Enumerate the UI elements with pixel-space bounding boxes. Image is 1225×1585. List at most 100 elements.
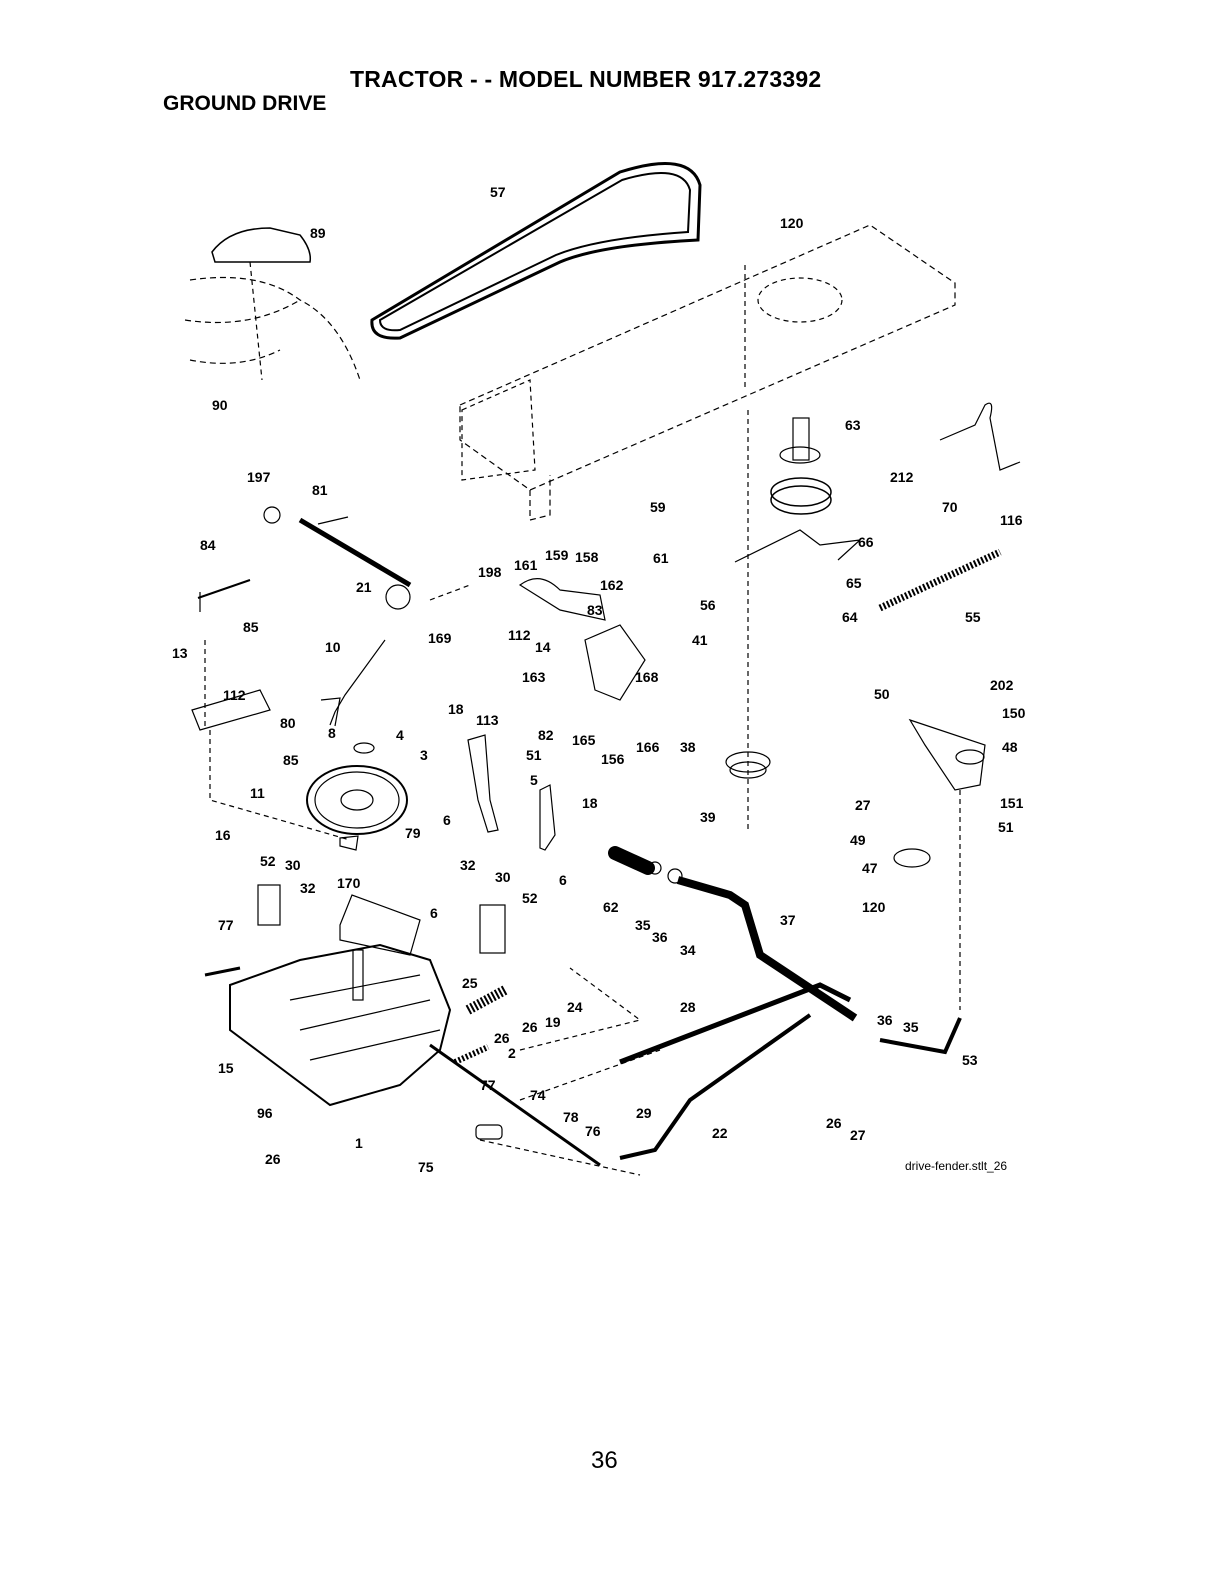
callout: 37 <box>780 912 796 928</box>
callout: 15 <box>218 1060 234 1076</box>
callout: 41 <box>692 632 708 648</box>
callout: 26 <box>522 1019 538 1035</box>
callout: 24 <box>567 999 583 1015</box>
callout: 52 <box>522 890 538 906</box>
part-callouts: 57 120 89 90 63 212 70 116 197 81 84 159… <box>172 184 1026 1175</box>
callout: 80 <box>280 715 296 731</box>
callout: 151 <box>1000 795 1024 811</box>
callout: 1 <box>355 1135 363 1151</box>
callout: 18 <box>582 795 598 811</box>
callout: 30 <box>495 869 511 885</box>
callout: 35 <box>635 917 651 933</box>
callout: 21 <box>356 579 372 595</box>
callout: 168 <box>635 669 659 685</box>
callout: 150 <box>1002 705 1026 721</box>
callout: 57 <box>490 184 506 200</box>
callout: 6 <box>443 812 451 828</box>
callout: 85 <box>283 752 299 768</box>
callout: 76 <box>585 1123 601 1139</box>
callout: 16 <box>215 827 231 843</box>
callout: 81 <box>312 482 328 498</box>
callout: 62 <box>603 899 619 915</box>
callout: 39 <box>700 809 716 825</box>
callout: 158 <box>575 549 599 565</box>
callout: 84 <box>200 537 216 553</box>
callout: 52 <box>260 853 276 869</box>
shift-knob <box>385 584 411 610</box>
callout: 36 <box>652 929 668 945</box>
callout: 18 <box>448 701 464 717</box>
callout: 212 <box>890 469 914 485</box>
callout: 169 <box>428 630 452 646</box>
callout: 163 <box>522 669 546 685</box>
shift-bracket <box>191 689 271 731</box>
callout: 66 <box>858 534 874 550</box>
transaxle <box>229 943 452 1107</box>
callout: 26 <box>826 1115 842 1131</box>
callout: 29 <box>636 1105 652 1121</box>
callout: 112 <box>223 687 246 703</box>
callout: 19 <box>545 1014 561 1030</box>
callout: 27 <box>850 1127 866 1143</box>
callout: 28 <box>680 999 696 1015</box>
callout: 120 <box>780 215 804 231</box>
callout: 10 <box>325 639 341 655</box>
callout: 156 <box>601 751 625 767</box>
tension-spring <box>878 548 1002 612</box>
callout: 64 <box>842 609 858 625</box>
callout: 51 <box>526 747 542 763</box>
callout: 74 <box>530 1087 546 1103</box>
callout: 47 <box>862 860 878 876</box>
transaxle-pulley <box>306 765 408 835</box>
callout: 85 <box>243 619 259 635</box>
callout: 198 <box>478 564 502 580</box>
callout: 50 <box>874 686 890 702</box>
callout: 6 <box>430 905 438 921</box>
callout: 78 <box>563 1109 579 1125</box>
callout: 89 <box>310 225 326 241</box>
callout: 53 <box>962 1052 978 1068</box>
callout: 83 <box>587 602 603 618</box>
callout: 34 <box>680 942 696 958</box>
fender-outline <box>211 227 312 263</box>
callout: 120 <box>862 899 886 915</box>
shift-shaft <box>298 517 412 588</box>
callout: 2 <box>508 1045 516 1061</box>
pedal-rod <box>608 846 655 875</box>
callout: 38 <box>680 739 696 755</box>
callout: 27 <box>855 797 871 813</box>
callout: 51 <box>998 819 1014 835</box>
callout: 75 <box>418 1159 434 1175</box>
drive-belt <box>370 162 702 340</box>
brake-rod <box>939 402 1021 471</box>
callout: 30 <box>285 857 301 873</box>
callout: 26 <box>494 1030 510 1046</box>
callout: 22 <box>712 1125 728 1141</box>
callout: 49 <box>850 832 866 848</box>
callout: 6 <box>559 872 567 888</box>
callout: 77 <box>480 1077 496 1093</box>
callout: 170 <box>337 875 361 891</box>
callout: 162 <box>600 577 624 593</box>
callout: 36 <box>877 1012 893 1028</box>
callout: 56 <box>700 597 716 613</box>
callout: 112 <box>508 627 531 643</box>
callout: 159 <box>545 547 569 563</box>
callout: 11 <box>250 785 265 801</box>
callout: 48 <box>1002 739 1018 755</box>
callout: 35 <box>903 1019 919 1035</box>
callout: 202 <box>990 677 1014 693</box>
callout: 59 <box>650 499 666 515</box>
callout: 26 <box>265 1151 281 1167</box>
callout: 55 <box>965 609 981 625</box>
page-title: TRACTOR - - MODEL NUMBER 917.273392 <box>350 66 822 92</box>
callout: 116 <box>1000 512 1023 528</box>
callout: 13 <box>172 645 188 661</box>
figure-file-reference: drive-fender.stlt_26 <box>905 1159 1008 1173</box>
callout: 113 <box>476 712 499 728</box>
callout: 161 <box>514 557 538 573</box>
callout: 65 <box>846 575 862 591</box>
callout: 32 <box>300 880 316 896</box>
callout: 4 <box>396 727 404 743</box>
